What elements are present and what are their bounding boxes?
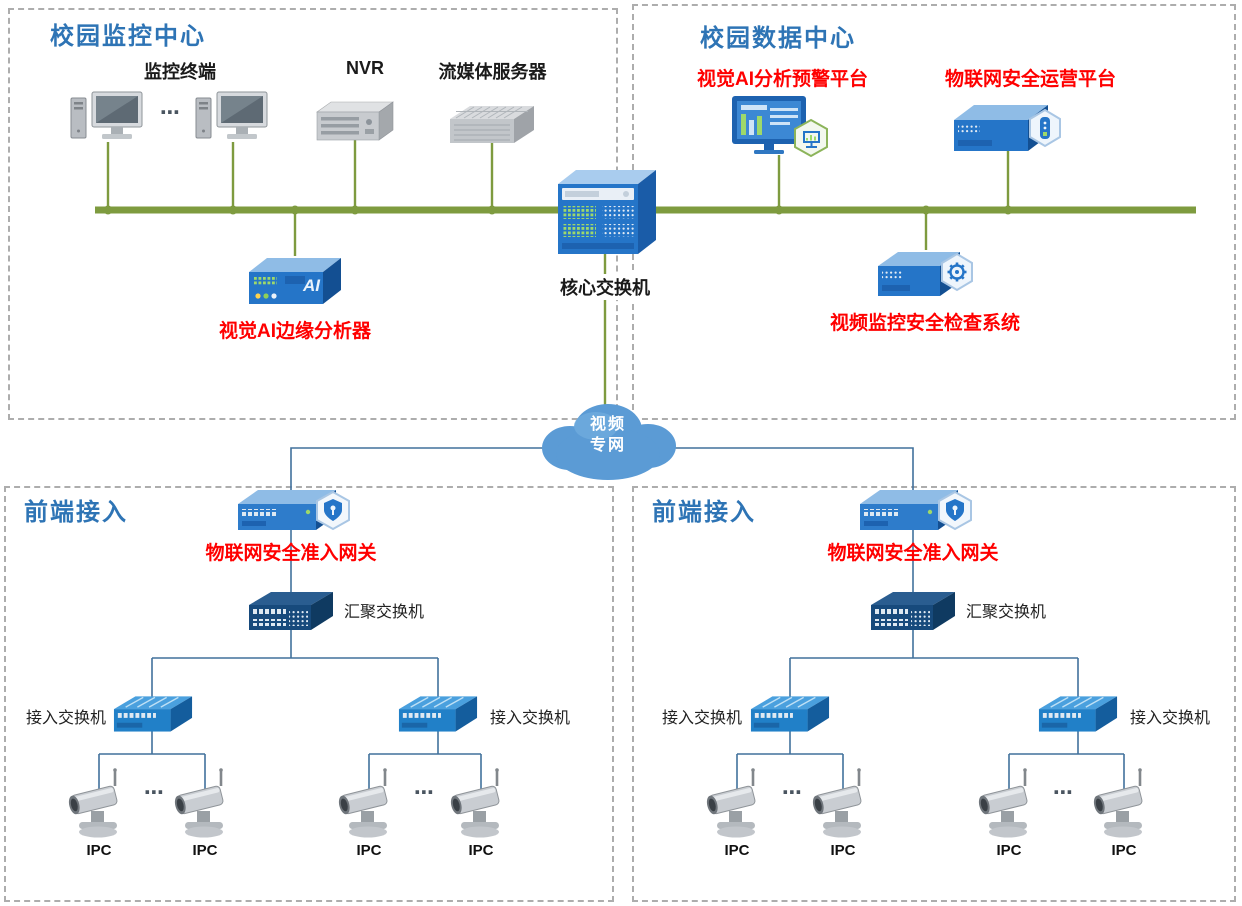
core-switch-label: 核心交换机: [543, 274, 667, 300]
nvr-icon: [313, 98, 397, 144]
access-switch-label: 接入交换机: [661, 710, 742, 727]
ipc-label: IPC: [724, 842, 750, 859]
cloud-label: 视频 专网: [558, 414, 658, 456]
ipc-camera-icon: [446, 766, 516, 840]
media-server-label: 流媒体服务器: [438, 62, 547, 82]
media-server-icon: [448, 102, 536, 144]
cloud-label-line1: 视频: [589, 416, 626, 433]
access-switch-icon: [1037, 692, 1119, 734]
iot-gateway-icon: [236, 484, 352, 538]
ai-edge-analyzer-label: 视觉AI边缘分析器: [218, 321, 371, 342]
ai-platform-label: 视觉AI分析预警平台: [696, 69, 868, 90]
ipc-camera-icon: [974, 766, 1044, 840]
video-security-check-label: 视频监控安全检查系统: [829, 313, 1020, 334]
aggregation-switch-label: 汇聚交换机: [344, 604, 425, 621]
aggregation-switch-icon: [869, 588, 957, 632]
access-switch-icon: [112, 692, 194, 734]
iot-platform-icon: [952, 98, 1064, 158]
ai-edge-badge: AI: [303, 276, 320, 295]
region-front-access-left: [4, 486, 614, 902]
terminal-ellipsis: ⋯: [160, 102, 180, 124]
access-switch-icon: [749, 692, 831, 734]
front-access-right-title: 前端接入: [652, 499, 756, 526]
ipc-label: IPC: [86, 842, 112, 859]
ipc-label: IPC: [830, 842, 856, 859]
cloud-label-line2: 专网: [589, 437, 626, 454]
monitor-terminal-pc-icon: [195, 86, 271, 148]
ipc-camera-icon: [64, 766, 134, 840]
access-switch-icon: [397, 692, 479, 734]
ipc-camera-icon: [170, 766, 240, 840]
monitoring-center-title: 校园监控中心: [50, 23, 206, 50]
region-front-access-right: [632, 486, 1236, 902]
ipc-ellipsis: ⋯: [144, 782, 164, 804]
ipc-label: IPC: [356, 842, 382, 859]
ipc-ellipsis: ⋯: [414, 782, 434, 804]
ipc-ellipsis: ⋯: [782, 782, 802, 804]
data-center-title: 校园数据中心: [700, 25, 856, 52]
iot-gateway-label: 物联网安全准入网关: [827, 543, 999, 564]
access-switch-label: 接入交换机: [490, 710, 571, 727]
ipc-camera-icon: [702, 766, 772, 840]
ipc-camera-icon: [334, 766, 404, 840]
iot-gateway-icon: [858, 484, 974, 538]
ipc-ellipsis: ⋯: [1053, 782, 1073, 804]
ipc-camera-icon: [1089, 766, 1159, 840]
iot-platform-label: 物联网安全运营平台: [944, 69, 1116, 90]
front-access-left-title: 前端接入: [24, 499, 128, 526]
aggregation-switch-label: 汇聚交换机: [966, 604, 1047, 621]
nvr-label: NVR: [345, 58, 384, 78]
ipc-label: IPC: [1111, 842, 1137, 859]
aggregation-switch-icon: [247, 588, 335, 632]
monitor-terminal-label: 监控终端: [144, 62, 216, 82]
video-security-check-icon: [876, 244, 976, 302]
ai-platform-icon: [726, 94, 832, 162]
core-switch-icon: [550, 164, 662, 254]
iot-gateway-label: 物联网安全准入网关: [205, 543, 377, 564]
access-switch-label: 接入交换机: [25, 710, 106, 727]
ai-edge-analyzer-icon: [245, 250, 345, 308]
ipc-label: IPC: [192, 842, 218, 859]
ipc-camera-icon: [808, 766, 878, 840]
access-switch-label: 接入交换机: [1130, 710, 1211, 727]
ipc-label: IPC: [468, 842, 494, 859]
ipc-label: IPC: [996, 842, 1022, 859]
monitor-terminal-pc-icon: [70, 86, 146, 148]
